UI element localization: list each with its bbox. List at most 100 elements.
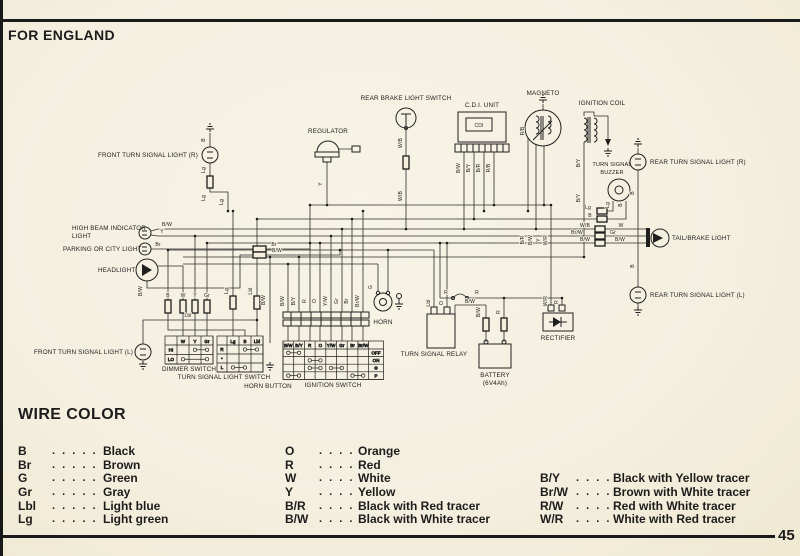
switch-position-label: HI bbox=[169, 347, 174, 352]
component-label: FRONT TURN SIGNAL LIGHT (R) bbox=[98, 152, 198, 159]
wire-label: R bbox=[475, 290, 479, 296]
wire-code: B/R bbox=[285, 498, 306, 513]
junction-dot bbox=[205, 241, 209, 245]
legend-entry: R. . . . . .Red bbox=[285, 458, 490, 472]
wire-label: Y bbox=[536, 238, 542, 242]
wire-label: W/B bbox=[398, 138, 404, 148]
component-label: HORN bbox=[373, 319, 392, 326]
leader-dots: . . . . bbox=[319, 513, 355, 526]
leader-dots: . . . . . . bbox=[319, 485, 358, 498]
wire-label: B/Y bbox=[576, 193, 582, 202]
generated-labels-and-tables: FRONT TURN SIGNAL LIGHT (R) HIGH BEAM IND… bbox=[34, 90, 746, 390]
leader-dots: . . . . bbox=[576, 513, 612, 526]
wire-label: Lbl bbox=[248, 287, 254, 294]
switch-position-label: L bbox=[221, 365, 224, 370]
wire-label: B/W bbox=[261, 295, 267, 305]
wire-label: B/W bbox=[615, 237, 625, 243]
wire-label: W/B bbox=[398, 191, 404, 201]
high-beam-indicator-bulb bbox=[138, 226, 152, 240]
front-turn-signal-right-bulb bbox=[201, 146, 219, 164]
switch-column-header: O bbox=[319, 343, 323, 348]
wire-code: Gr bbox=[18, 484, 33, 499]
junction-dot bbox=[472, 217, 476, 221]
junction-dot bbox=[325, 203, 329, 207]
wire-color-name: Red with White tracer bbox=[613, 498, 736, 513]
wire-label: B/W bbox=[162, 222, 172, 228]
wire-label: B bbox=[630, 264, 636, 268]
wire-color-name: Orange bbox=[358, 443, 401, 458]
wire-label: Y/W bbox=[323, 296, 329, 306]
wire-code: B bbox=[18, 443, 27, 458]
inline-connectors bbox=[164, 155, 608, 332]
wire-label: R bbox=[302, 299, 308, 303]
leader-dots: . . . . . bbox=[52, 458, 98, 471]
junction-dot bbox=[386, 248, 390, 252]
wire-label: B bbox=[588, 213, 592, 219]
wire-label: Y bbox=[160, 229, 164, 235]
wire-label: O bbox=[312, 299, 318, 303]
wire-label: B bbox=[630, 191, 636, 195]
wire-label: Lg bbox=[585, 205, 591, 211]
wire-label: Gr bbox=[334, 298, 340, 304]
wire-label: B/Y bbox=[291, 296, 297, 305]
ground-icon bbox=[603, 147, 613, 157]
switch-position-label: OFF bbox=[371, 351, 380, 356]
wire-color-name: Light green bbox=[103, 512, 169, 527]
wire-code: O bbox=[285, 443, 295, 458]
rear-turn-signal-right-bulb bbox=[629, 153, 647, 171]
wire-label: B/W bbox=[456, 163, 462, 173]
leader-dots: . . . . . . bbox=[319, 444, 358, 457]
wire-label: Y bbox=[318, 182, 324, 186]
ground-icon bbox=[205, 123, 215, 133]
legend-entry: Br/W. . . .Brown with White tracer bbox=[540, 485, 750, 499]
junction-dot bbox=[297, 255, 301, 259]
headlight-bulb bbox=[135, 258, 159, 282]
wire-color-name: Gray bbox=[103, 484, 131, 499]
junction-dot bbox=[350, 217, 354, 221]
junction-dot bbox=[438, 241, 442, 245]
legend-entry: Y. . . . . .Yellow bbox=[285, 485, 490, 499]
component-label: HEADLIGHT bbox=[98, 267, 135, 274]
junction-dot bbox=[226, 209, 230, 213]
leader-dots: . . . . . . bbox=[52, 472, 103, 485]
wire-label: R/B bbox=[486, 163, 492, 172]
wire-color-name: Brown with White tracer bbox=[613, 484, 751, 499]
switch-column-header: Gr bbox=[339, 343, 345, 348]
wire-code: Br bbox=[18, 457, 32, 472]
switch-position-label: ON bbox=[373, 358, 380, 363]
legend-entry: Gr . . . . . Gray bbox=[18, 485, 168, 499]
leader-dots: . . . . bbox=[576, 499, 612, 512]
wire-label: B/R bbox=[520, 235, 526, 244]
leader-dots: . . . . . . bbox=[319, 458, 358, 471]
switch-column-header: W bbox=[181, 339, 186, 344]
switch-column-header: R bbox=[308, 343, 311, 348]
component-label: HIGH BEAM INDICATOR bbox=[72, 225, 146, 232]
wire-label: Br bbox=[155, 242, 160, 248]
wire-color-name: Black with White tracer bbox=[358, 512, 491, 527]
regulator-symbol bbox=[314, 140, 361, 163]
legend-entry: W. . . . . .White bbox=[285, 471, 490, 485]
magneto-symbol bbox=[524, 109, 562, 147]
junction-dot bbox=[338, 248, 342, 252]
legend-entry: G. . . . . .Green bbox=[18, 471, 168, 485]
switch-column-header: Lg bbox=[230, 339, 236, 344]
wire-code: Lg bbox=[18, 512, 33, 527]
turn-signal-buzzer-symbol bbox=[607, 178, 631, 202]
component-label: BUZZER bbox=[600, 170, 623, 176]
wire-code: R bbox=[285, 457, 294, 472]
page-edge-shadow bbox=[0, 0, 3, 556]
wire-label: Br bbox=[344, 298, 350, 303]
junction-dot bbox=[534, 227, 538, 231]
wire-code: G bbox=[18, 471, 28, 486]
component-label: DIMMER SWITCH bbox=[162, 366, 216, 373]
ground-icon bbox=[633, 306, 643, 316]
junction-dot bbox=[255, 318, 259, 322]
rear-brake-light-switch-symbol bbox=[395, 107, 417, 130]
component-label: LIGHT bbox=[72, 233, 91, 240]
wire-color-name: Light blue bbox=[103, 498, 161, 513]
wire-code: B/Y bbox=[540, 471, 561, 486]
leader-dots: . . . . . bbox=[52, 485, 98, 498]
